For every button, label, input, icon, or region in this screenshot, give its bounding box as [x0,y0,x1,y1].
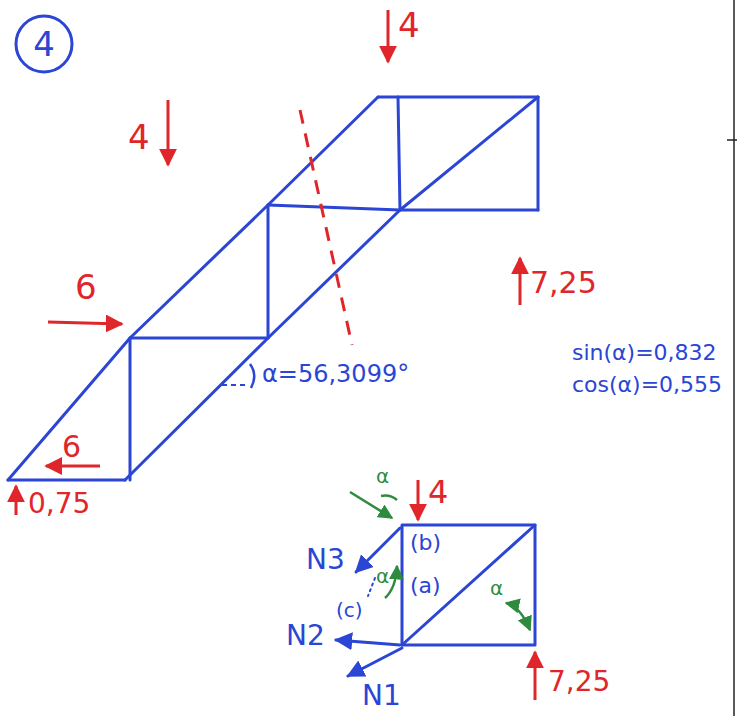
load-arrow [167,100,170,165]
reaction-value: 7,25 [548,668,610,696]
truss-member [378,96,538,99]
member-force: N1 [362,682,401,710]
force-arrow [336,640,400,645]
reaction-arrow [519,258,522,305]
member-force: N2 [286,622,325,650]
truss-member [8,479,125,482]
load-arrows [16,10,520,515]
force-arrow [348,648,402,676]
truss-member [129,338,132,480]
reaction-arrow [15,486,18,515]
angle-symbol: α [376,566,389,586]
reaction-value: 7,25 [530,268,597,298]
truss-members [8,97,538,480]
angle-marks [350,492,530,630]
truss-member [130,337,268,340]
node-label: (c) [336,600,363,620]
free-body-panel [402,525,535,645]
angle-reference [222,384,248,386]
truss-member [267,205,270,338]
page-margin [733,0,735,716]
reaction-arrow [534,652,537,700]
number-circle [16,16,72,72]
angle-symbol: α [490,578,503,598]
free-body [336,525,535,676]
page-tick [727,139,737,141]
angle-arc [381,496,397,501]
node-label: (a) [410,575,441,597]
reaction-value: 0,75 [28,490,90,518]
angle-symbol: α [376,466,389,486]
load-value: 6 [75,270,97,304]
bottom-chord [125,97,538,480]
section-cut [300,110,352,345]
load-arrow [417,480,420,520]
reaction-value: 6 [62,432,81,462]
dotted-line [368,578,375,596]
load-value: 4 [128,120,150,154]
truss-member [268,205,400,210]
angle-arc [250,364,254,388]
problem-number: 4 [33,27,55,61]
member-force: N3 [306,546,345,574]
trig-value: cos(α)=0,555 [572,374,722,396]
angle-value: α=56,3099° [262,362,409,386]
node-label: (b) [410,532,441,554]
load-value: 4 [428,476,448,508]
truss-member [537,97,540,210]
angle-arc [506,603,530,630]
truss-member [398,97,400,210]
truss-member [400,209,538,212]
load-arrow [387,10,390,62]
truss-member [402,525,535,645]
load-value: 4 [398,8,420,42]
load-arrow [48,322,122,324]
trig-value: sin(α)=0,832 [572,342,717,364]
top-chord [8,97,378,480]
reaction-arrow [46,465,100,468]
